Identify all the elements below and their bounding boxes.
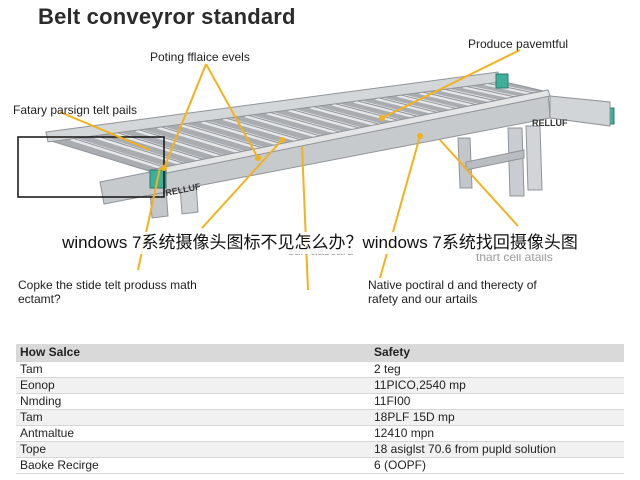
roller-slat-shadow (95, 135, 187, 165)
roller-slat-shadow (248, 114, 324, 138)
roller-slat-shadow (422, 91, 481, 107)
roller-slat (462, 84, 518, 100)
roller-slat-shadow (466, 85, 520, 99)
roller-slat-shadow (335, 103, 403, 122)
table-cell: 2 teg (370, 361, 624, 378)
roller-slat-shadow (73, 138, 167, 169)
leg-back-right (507, 127, 525, 197)
roller-slat-shadow (291, 109, 363, 130)
roller-slat-shadow (269, 111, 344, 134)
brand-label-back: RELLUF (532, 118, 568, 128)
leader-lines (59, 49, 521, 291)
roller-slat-shadow (378, 97, 442, 114)
leg-back-left (457, 137, 473, 189)
roller-slat (266, 110, 341, 135)
conveyor-legs (149, 125, 543, 219)
roller-slat-shadow (226, 117, 305, 142)
roller-slat (135, 127, 224, 159)
table-cell: Antmaltue (16, 425, 370, 442)
roller-slat (353, 98, 420, 120)
callout-top-right: Produce pavemtful (468, 37, 569, 51)
page-title: Belt conveyror standard (38, 4, 296, 29)
callout-bottom-left: Copke the stide telt produss math ectamt… (18, 278, 197, 306)
leg-front-right (525, 125, 543, 191)
bracket-back-right (495, 73, 509, 89)
table-header-cell: How Salce (16, 344, 370, 362)
roller-slat (179, 122, 263, 151)
table-cell: 11PICO,2540 mp (370, 377, 624, 394)
roller-slat-shadow (160, 126, 246, 153)
roller-slat (331, 101, 400, 124)
table-cell: Nmding (16, 393, 370, 410)
roller-slat (484, 81, 537, 96)
roller-slat-shadow (357, 100, 422, 118)
table-cell: 6 (OOPF) (370, 457, 624, 474)
table-cell: 12410 mpn (370, 425, 624, 442)
table-header-row: How Salce Safety (16, 344, 624, 362)
roller-slat-shadow (139, 129, 226, 157)
table-cell: Baoke Recirge (16, 457, 370, 474)
table-cell: Tope (16, 441, 370, 458)
table-cell: 11FI00 (370, 393, 624, 410)
roller-slat-shadow (400, 94, 461, 111)
roller-slat-shadow (444, 88, 501, 103)
table-cell: 18PLF 15D mp (370, 409, 624, 426)
leader-dots (161, 115, 423, 171)
table-cell: Tam (16, 409, 370, 426)
roller-slat (244, 113, 322, 139)
table-cell: Tam (16, 361, 370, 378)
roller-slat (157, 125, 243, 155)
roller-slat (310, 104, 380, 128)
callout-top-left: Poting fflaice evels (150, 50, 250, 64)
callout-left: Fatary parsign telt pails (13, 103, 138, 117)
overlay-banner-text: windows 7系统摄像头图标不见怎么办？windows 7系统找回摄像头图 (0, 232, 640, 254)
roller-slat (70, 136, 165, 170)
roller-slat (397, 93, 459, 112)
callout-bottom-right: Native poctiral d and therecty of rafety… (368, 278, 537, 306)
roller-slat-shadow (313, 106, 383, 126)
roller-slat (441, 87, 498, 104)
table-cell: Eonop (16, 377, 370, 394)
roller-slat (201, 119, 282, 147)
roller-slat (288, 107, 361, 131)
table-header-cell: Safety (370, 344, 624, 362)
roller-slat (222, 116, 302, 143)
rail-extension (549, 95, 611, 127)
table-cell: 18 asiglst 70.6 from pupld solution (370, 441, 624, 458)
